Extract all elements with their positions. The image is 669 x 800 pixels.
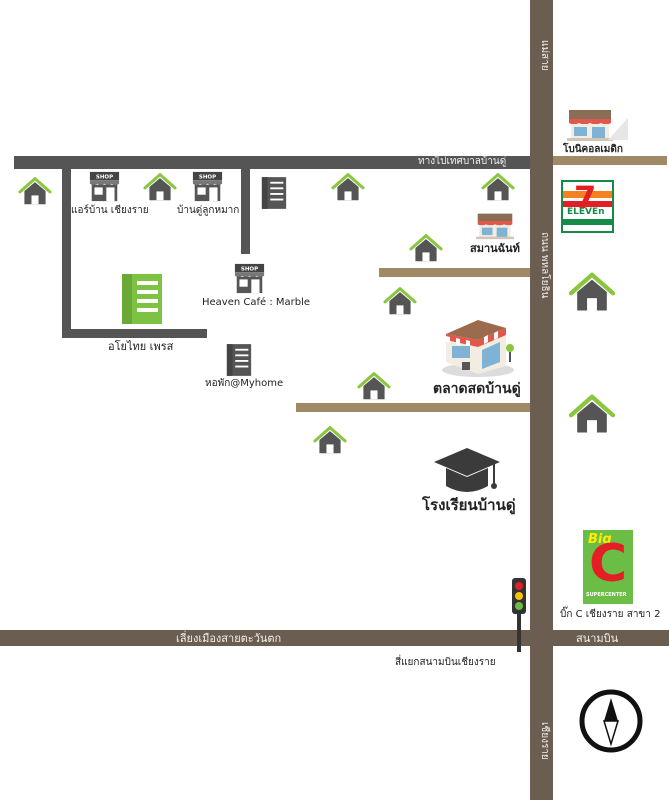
road-bypass-east-label: สนามบิน <box>576 632 619 645</box>
road-north-label: แม่สาย <box>539 40 550 71</box>
house-icon <box>17 176 53 206</box>
market-label: ตลาดสดบ้านดู่ <box>433 381 521 397</box>
store-icon <box>476 212 514 240</box>
road-bypass-west-label: เลี่ยงเมืองสายตะวันตก <box>176 632 282 645</box>
traffic-light-icon <box>512 578 526 652</box>
road-south-label: เชียงราย <box>539 722 550 760</box>
compass-icon <box>579 689 643 753</box>
road-bottom-left <box>62 329 207 338</box>
seven-eleven-seven: 7 <box>574 180 597 217</box>
store-shadow-icon <box>608 118 628 140</box>
market-icon <box>442 320 514 377</box>
store-icon <box>567 108 613 142</box>
seven-eleven-text: ELEVEn <box>567 207 605 217</box>
house-icon <box>382 286 418 316</box>
dorm-label: อโยไทย เพรส <box>108 340 174 353</box>
myhome-label: หอพัก@Myhome <box>205 378 284 389</box>
house-icon <box>330 172 366 202</box>
road-main-vertical <box>530 0 553 800</box>
shop-icon <box>191 171 224 202</box>
house-icon <box>567 393 617 435</box>
house-icon <box>356 371 392 401</box>
shop-icon <box>233 263 266 294</box>
cafe-label: Heaven Café : Marble <box>202 297 311 308</box>
bigc-c: C <box>589 534 628 594</box>
shop2-label: บ้านดู่ลูกหมาก <box>177 205 240 216</box>
house-icon <box>480 172 516 202</box>
building-icon <box>225 342 253 378</box>
bigc-super: SUPERCENTER <box>586 592 627 598</box>
shop1-label: แอร์บ้าน เชียงราย <box>71 205 149 216</box>
road-top <box>14 156 530 169</box>
road-top-label: ทางไปเทศบาลบ้านดู่ <box>418 156 507 167</box>
shop-icon <box>88 171 121 202</box>
graduation-cap-icon <box>434 448 500 492</box>
intersection-label: สี่แยกสนามบินเชียงราย <box>395 657 496 668</box>
seven-eleven-bar-red <box>563 201 612 207</box>
house-icon <box>312 425 348 455</box>
road-mid-label: ถนน พหลโยธิน <box>539 232 550 299</box>
sman-label: สมานฉันท์ <box>470 242 520 255</box>
road-inner-vertical <box>241 169 250 254</box>
seven-eleven-bar-orange <box>563 191 612 198</box>
green-building-icon <box>122 274 162 324</box>
house-icon <box>142 172 178 202</box>
bigc-label: บิ๊ก C เชียงราย สาขา 2 <box>560 609 661 620</box>
bigc-logo: Big C SUPERCENTER <box>583 530 633 604</box>
road-left-vertical <box>62 169 71 337</box>
seven-eleven-bar-green <box>563 219 612 225</box>
house-icon <box>567 271 617 313</box>
road-soi-2 <box>296 403 530 412</box>
road-bypass <box>0 630 669 646</box>
road-convenience-east <box>553 156 667 165</box>
convenience-label: โบนิคอลเมดิก <box>563 144 623 155</box>
seven-eleven-logo: 7 ELEVEn <box>561 180 614 233</box>
building-icon <box>260 175 288 211</box>
bigc-big: Big <box>588 532 612 547</box>
road-soi-1 <box>379 268 530 277</box>
house-icon <box>408 233 444 263</box>
school-label: โรงเรียนบ้านดู่ <box>422 496 516 514</box>
